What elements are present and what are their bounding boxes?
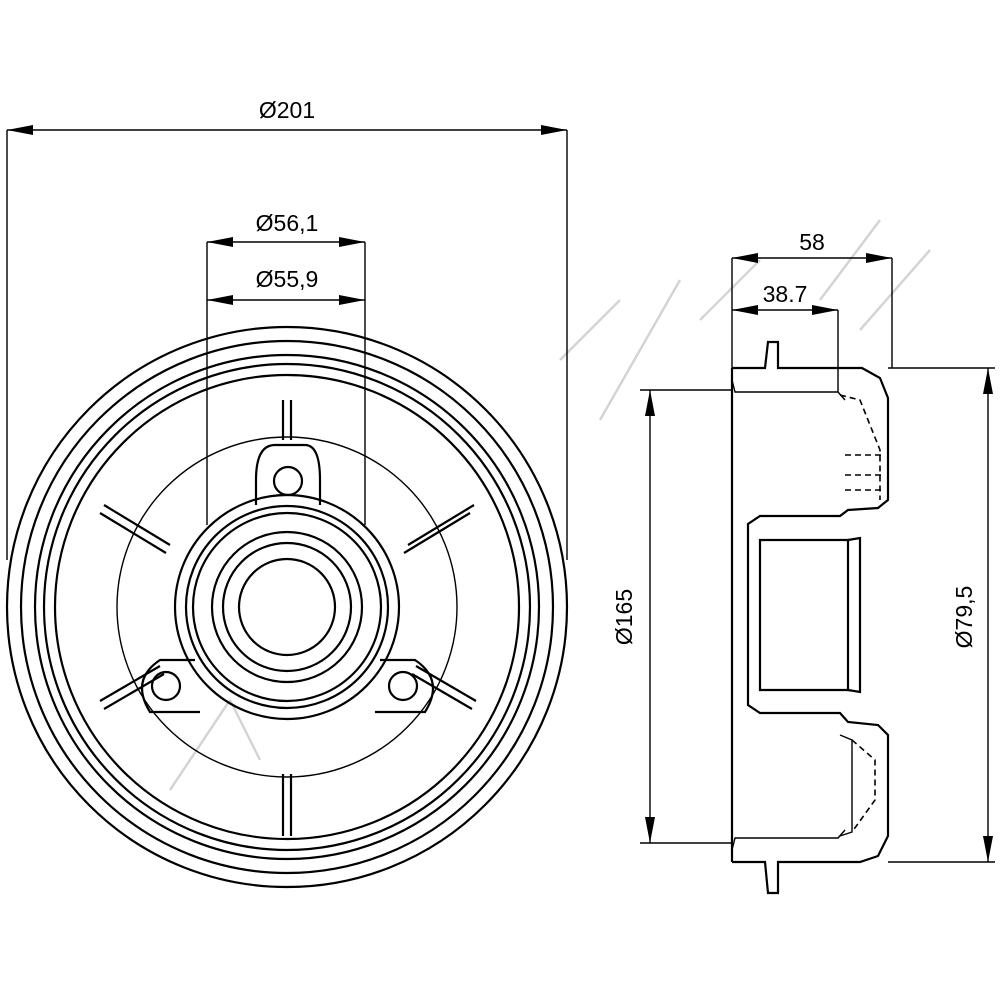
front-dimensions: Ø201 Ø56,1 Ø55,9 — [6, 97, 568, 560]
hub-ring-1 — [184, 504, 390, 710]
drum-rim-inner — [33, 353, 541, 861]
hub-depth-label: 38.7 — [763, 281, 808, 307]
side-dimensions: 58 38.7 Ø165 Ø79,5 — [611, 229, 995, 863]
bolt-hole-right — [387, 670, 419, 702]
hidden-line-bottom — [851, 739, 876, 833]
hidden-bolt-hole-top — [845, 454, 885, 491]
total-width-label: 58 — [799, 229, 825, 255]
drum-braking-surface — [42, 362, 532, 852]
drum-inner-bottom — [731, 829, 846, 851]
drum-section-outline — [732, 340, 890, 895]
side-view — [730, 340, 890, 895]
hidden-line-top — [839, 394, 881, 500]
hub-diameter-max-label: Ø56,1 — [256, 210, 319, 236]
pilot-diameter-label: Ø79,5 — [951, 586, 977, 649]
drum-ribs — [99, 400, 477, 836]
hub-ring-2 — [191, 511, 383, 703]
drum-rim-ring — [19, 339, 555, 875]
hub-diameter-min-label: Ø55,9 — [256, 266, 319, 292]
outer-diameter-label: Ø201 — [259, 97, 315, 123]
hub-bearing-seat — [210, 530, 364, 684]
drum-web-ring — [116, 436, 458, 778]
bolt-lugs — [140, 443, 435, 714]
rib-bottom — [839, 734, 853, 837]
drum-outer-rim — [5, 325, 569, 889]
hub-bearing-inner — [221, 541, 353, 673]
bolt-hole-top — [272, 465, 304, 497]
hub-shoulder — [847, 536, 862, 694]
hub-section — [758, 538, 850, 692]
drum-inner-top — [731, 379, 846, 401]
hub-outer — [173, 493, 401, 721]
drum-inner-wall — [53, 373, 521, 841]
bolt-hole-left — [150, 670, 182, 702]
braking-diameter-label: Ø165 — [611, 589, 637, 645]
watermark — [168, 219, 931, 791]
front-view — [5, 325, 569, 889]
hub-bore — [237, 557, 337, 657]
